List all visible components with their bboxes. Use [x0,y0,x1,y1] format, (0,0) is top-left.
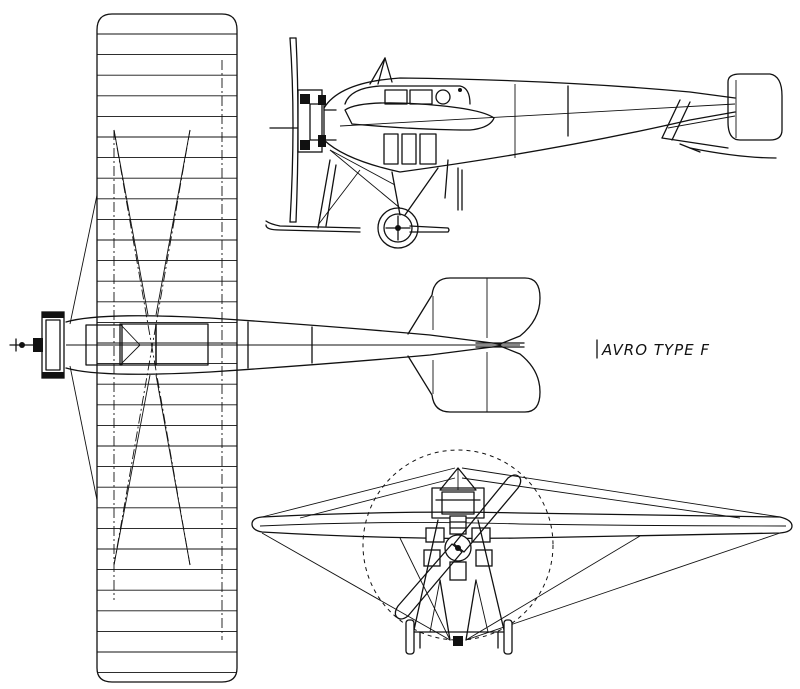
front-view-undercarriage [405,519,513,655]
plan-view [9,13,541,683]
side-view-propeller [269,37,301,223]
side-view-tail [661,73,783,159]
plan-view-fuselage [65,315,520,375]
side-view-engine [297,89,337,153]
side-view [265,37,783,249]
front-view-propeller-disc [362,449,554,641]
side-view-fuselage [323,77,736,173]
front-view [251,449,793,655]
front-view-propeller [394,474,522,620]
side-view-undercarriage [265,149,463,249]
front-view-wing [251,467,793,641]
plan-view-wing [96,13,238,683]
plan-view-tailplane [407,277,541,413]
plan-view-engine [9,311,65,379]
drawing-title: AVRO TYPE F [601,341,710,359]
front-view-fuselage [431,487,485,519]
